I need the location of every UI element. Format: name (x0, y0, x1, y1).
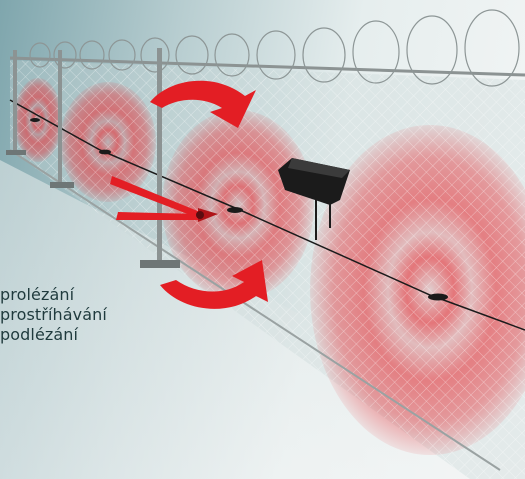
legend-item-climb-over: prolézání (0, 285, 107, 305)
intrusion-type-list: prolézání prostříhávání podlézání (0, 285, 107, 345)
legend-item-cut-through: prostříhávání (0, 305, 107, 325)
legend-item-climb-under: podlézání (0, 325, 107, 345)
